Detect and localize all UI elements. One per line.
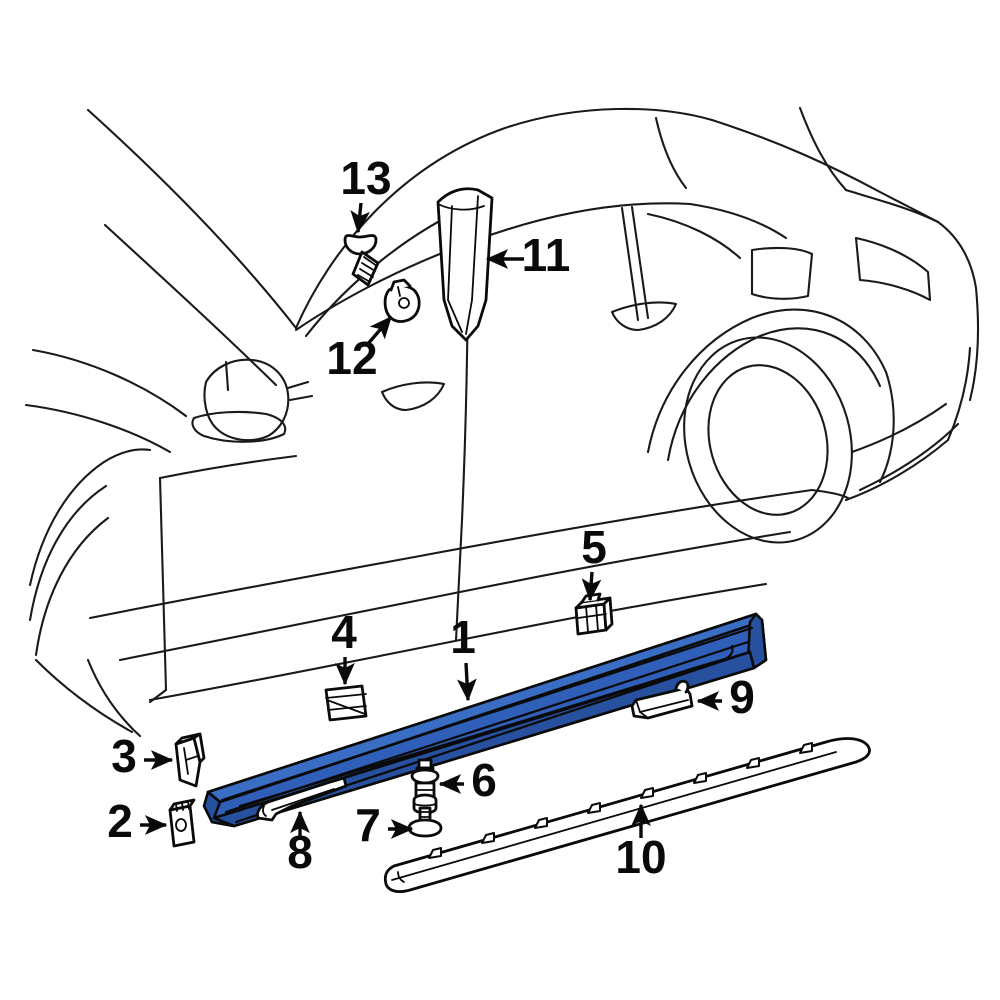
callout-label-7[interactable]: 7 bbox=[355, 799, 381, 851]
part-8-front-end-cap[interactable] bbox=[256, 776, 348, 822]
leader-13 bbox=[350, 202, 370, 234]
leader-12 bbox=[365, 315, 393, 347]
callout-leaders bbox=[140, 202, 722, 839]
callout-label-3[interactable]: 3 bbox=[111, 730, 137, 782]
part-7-push-rivet-clip[interactable] bbox=[407, 806, 443, 838]
part-13-mounting-screw[interactable] bbox=[343, 234, 380, 287]
callout-label-13[interactable]: 13 bbox=[340, 152, 391, 204]
leader-1 bbox=[457, 662, 477, 702]
part-6-push-pin-grommet[interactable] bbox=[410, 758, 440, 815]
car-body-outline bbox=[24, 106, 980, 738]
part-4-adhesive-tape-pad[interactable] bbox=[324, 684, 368, 722]
callout-label-1[interactable]: 1 bbox=[450, 611, 476, 663]
callout-label-11[interactable]: 11 bbox=[522, 229, 571, 281]
part-2-retainer-clip-nut[interactable] bbox=[168, 798, 196, 848]
part-5-molding-retainer-clip[interactable] bbox=[574, 592, 614, 636]
part-10-lower-sill-molding[interactable] bbox=[383, 737, 871, 893]
callout-labels: 1 2 3 4 5 6 7 8 9 10 11 12 13 bbox=[107, 152, 755, 883]
part-11-b-pillar-applique[interactable] bbox=[436, 187, 494, 342]
callout-label-10[interactable]: 10 bbox=[615, 831, 666, 883]
part-3-molding-bracket-clip[interactable] bbox=[174, 732, 206, 788]
callout-label-12[interactable]: 12 bbox=[326, 332, 377, 384]
callout-label-2[interactable]: 2 bbox=[107, 795, 133, 847]
part-12-screw-cover-cap[interactable] bbox=[383, 278, 421, 323]
leader-5 bbox=[581, 571, 602, 602]
callout-label-9[interactable]: 9 bbox=[729, 671, 755, 723]
part-9-rear-end-bracket[interactable] bbox=[630, 679, 694, 720]
callout-label-6[interactable]: 6 bbox=[471, 754, 497, 806]
callout-label-4[interactable]: 4 bbox=[331, 606, 357, 658]
callout-label-8[interactable]: 8 bbox=[287, 826, 313, 878]
callout-label-5[interactable]: 5 bbox=[581, 521, 607, 573]
